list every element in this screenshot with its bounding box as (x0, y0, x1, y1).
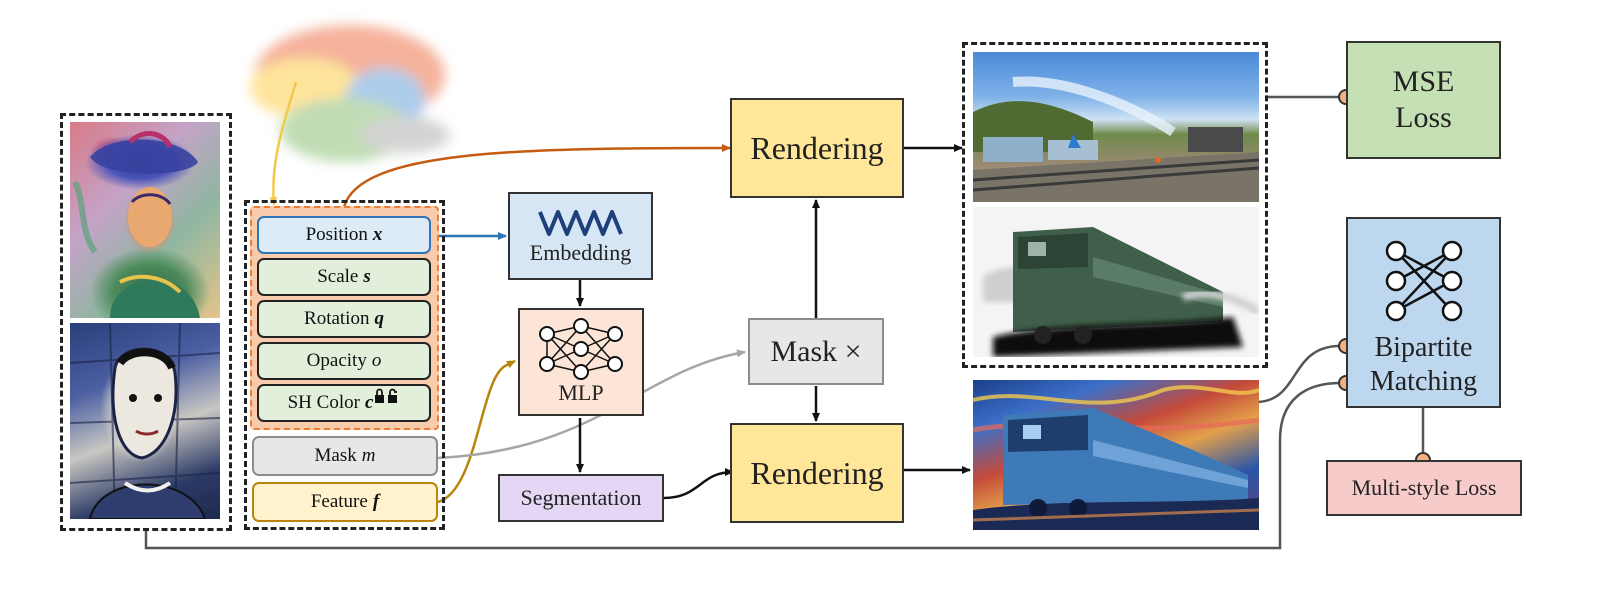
multi-style-loss-block: Multi-style Loss (1326, 460, 1522, 516)
rendering-bottom-block: Rendering (730, 423, 904, 523)
attr-position-symbol: x (372, 224, 383, 245)
segmentation-label: Segmentation (520, 485, 642, 510)
rendered-train-mask-image (973, 207, 1259, 357)
multi-style-loss-label: Multi-style Loss (1351, 475, 1497, 500)
attr-scale-symbol: s (363, 266, 371, 287)
rendering-top-label: Rendering (750, 129, 884, 166)
bipartite-graph-icon (1385, 240, 1462, 322)
attr-rotation-label: Rotation (304, 308, 370, 329)
gaussian-blobs-icon (250, 25, 450, 162)
embedding-block: Embedding (508, 192, 653, 280)
style-image-matisse (70, 122, 220, 318)
bipartite-matching-block: Bipartite Matching (1346, 217, 1501, 408)
segmentation-block: Segmentation (498, 474, 664, 522)
bipartite-line1: Bipartite (1374, 332, 1473, 363)
matisse-painting-icon (72, 131, 200, 318)
masked-train-icon (983, 227, 1259, 357)
rendered-scene-image (973, 52, 1259, 202)
embedding-label: Embedding (529, 240, 632, 265)
mask-multiply-block: Mask × (748, 318, 884, 385)
mse-loss-line2: Loss (1395, 101, 1452, 134)
mse-loss-block: MSE Loss (1346, 41, 1501, 159)
attr-mask-label: Mask (314, 445, 357, 466)
rendering-top-block: Rendering (730, 98, 904, 198)
mse-loss-line1: MSE (1392, 65, 1455, 98)
attr-feature-symbol: f (372, 491, 380, 512)
attr-scale-label: Scale (317, 266, 359, 287)
lock-icon (375, 388, 398, 403)
rendering-bottom-label: Rendering (750, 454, 884, 491)
attr-position-label: Position (305, 224, 368, 245)
mlp-block: MLP (518, 308, 644, 416)
style-image-portrait-sketch (70, 323, 220, 519)
stylized-train-image (973, 380, 1259, 530)
style-images-group (60, 113, 232, 531)
attr-opacity-symbol: o (371, 350, 382, 371)
gaussian-attributes-group (244, 200, 445, 530)
stylized-train-icon (973, 385, 1259, 530)
train-yard-scene-icon (973, 76, 1259, 202)
attr-feature-label: Feature (310, 491, 368, 512)
neural-network-icon (539, 318, 623, 380)
mask-multiply-label: Mask × (770, 334, 862, 368)
rendered-views-group (962, 42, 1268, 368)
bipartite-line2: Matching (1369, 365, 1478, 397)
portrait-sketch-icon (70, 323, 220, 519)
attr-sh-color-symbol: c (364, 392, 374, 413)
attr-sh-color-label: SH Color (287, 392, 360, 413)
mlp-label: MLP (558, 380, 604, 405)
attr-mask-symbol: m (361, 445, 376, 466)
attr-opacity-label: Opacity (306, 350, 367, 371)
wave-icon (537, 210, 623, 236)
attr-rotation-symbol: q (374, 308, 384, 329)
